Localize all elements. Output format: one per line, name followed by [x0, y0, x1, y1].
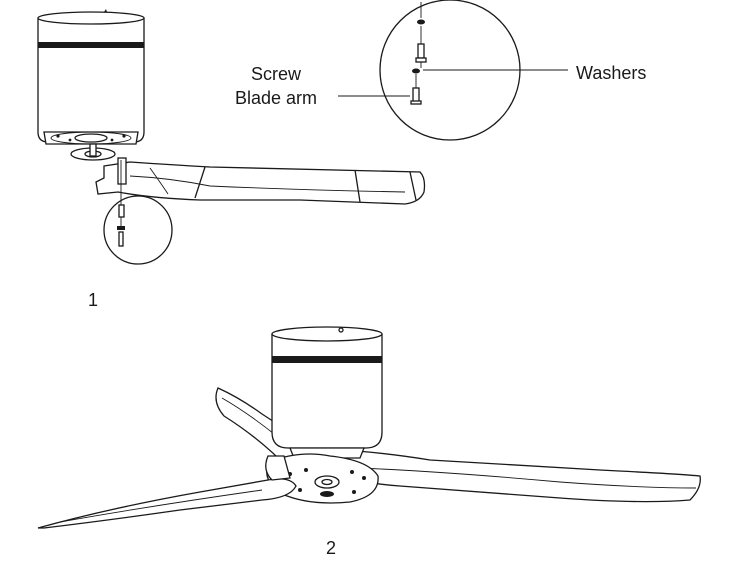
detail-callout — [338, 0, 568, 141]
step1-magnifier-circle-icon — [103, 195, 173, 265]
step2-blade-front-icon — [37, 455, 297, 529]
step1-screw-icon — [117, 160, 125, 247]
detail-washer-icon — [417, 19, 425, 25]
step1-fan-motor-housing-icon — [37, 9, 145, 161]
detail-screw-icon — [415, 43, 427, 63]
screw-label: Screw — [251, 64, 302, 84]
step2-fan-motor-housing-icon — [271, 326, 383, 459]
step1-figure — [37, 9, 426, 265]
step2-blade-right-icon — [339, 449, 701, 503]
blade-arm-label: Blade arm — [235, 88, 317, 108]
step-number-2: 2 — [326, 538, 336, 558]
step-number-1: 1 — [88, 290, 98, 310]
washers-label: Washers — [576, 63, 646, 83]
step2-figure — [37, 326, 701, 529]
